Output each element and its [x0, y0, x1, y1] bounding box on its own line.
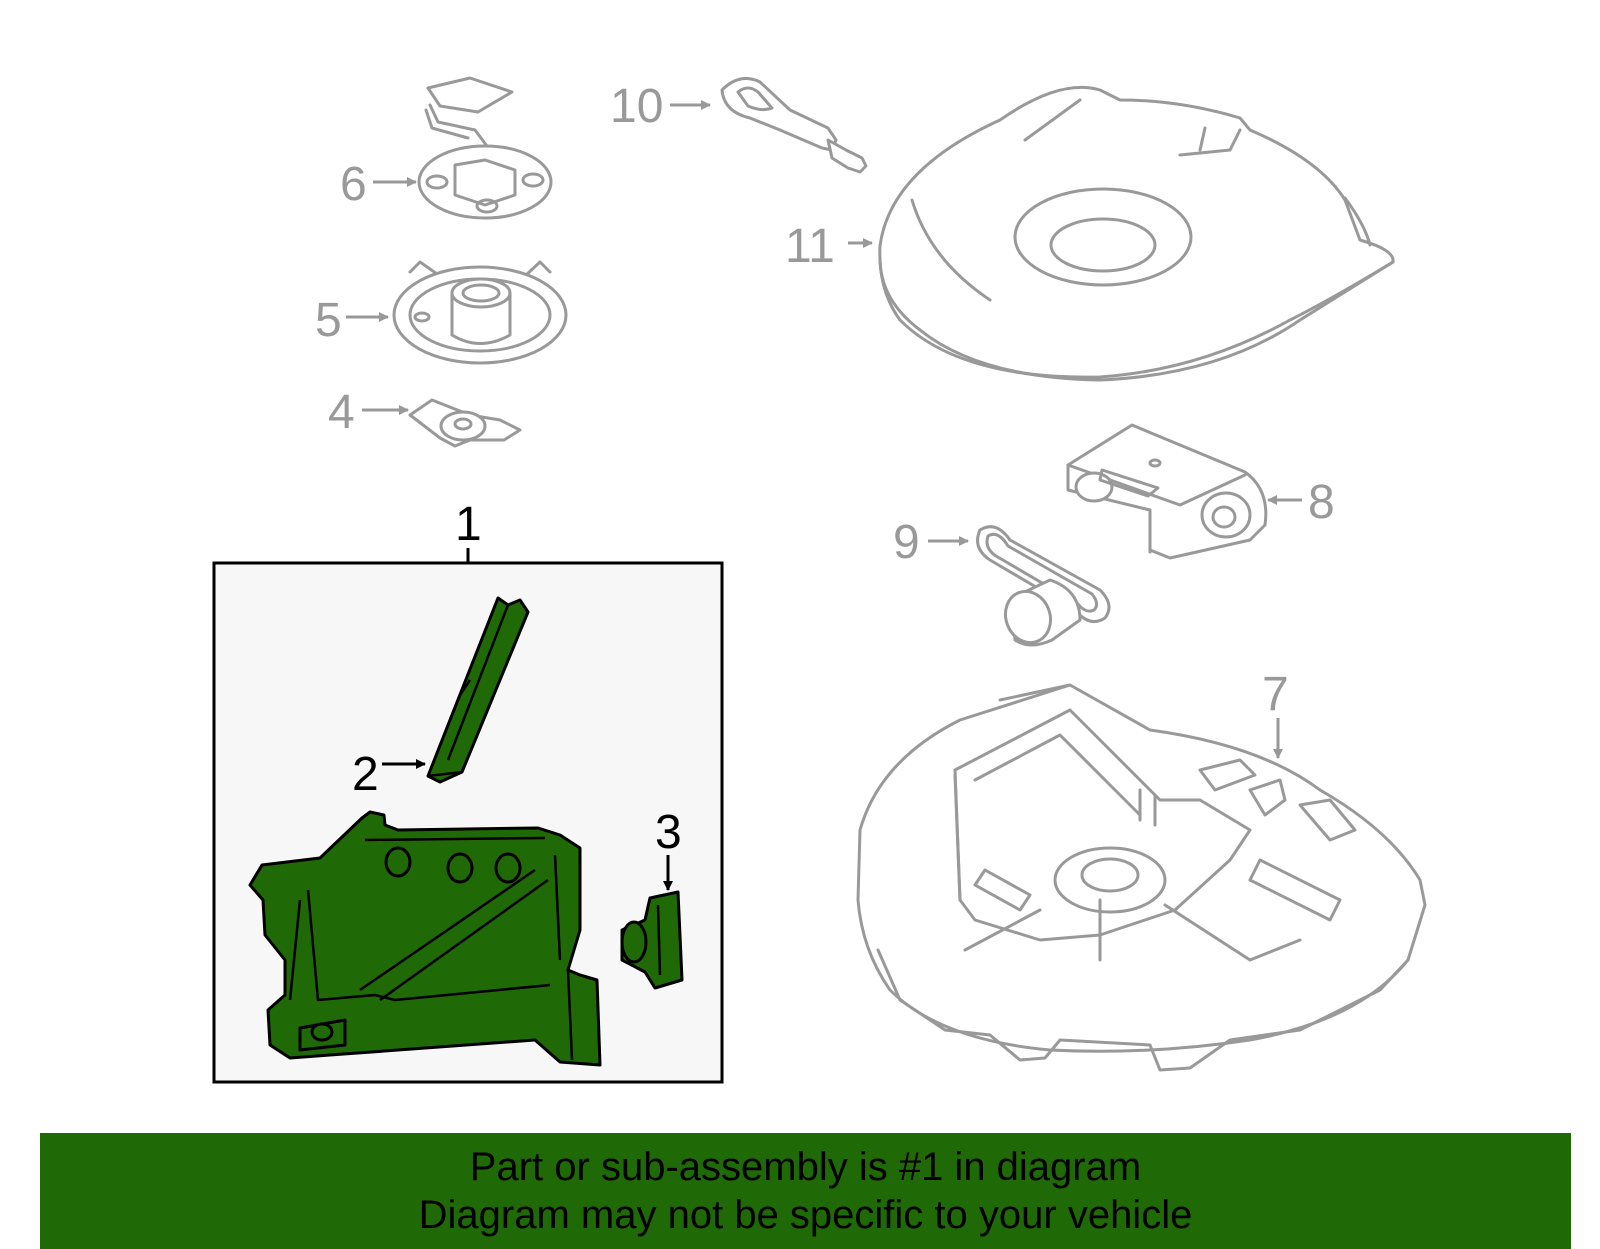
part-11-floor-cover[interactable] [878, 85, 1395, 382]
part-1-jack[interactable] [248, 810, 602, 1067]
callout-5[interactable]: 5 [315, 294, 342, 347]
banner-line-2: Diagram may not be specific to your vehi… [418, 1193, 1193, 1237]
callout-7[interactable]: 7 [1262, 668, 1289, 721]
callout-9[interactable]: 9 [893, 516, 920, 569]
part-8-bracket[interactable] [1066, 423, 1268, 560]
part-7-storage-tray[interactable] [856, 683, 1427, 1072]
banner-line-1: Part or sub-assembly is #1 in diagram [469, 1145, 1142, 1189]
callout-11[interactable]: 11 [785, 220, 835, 273]
callout-1[interactable]: 1 [455, 498, 482, 551]
part-3-pad[interactable] [620, 890, 684, 990]
part-2-jack-handle[interactable] [426, 596, 530, 784]
callout-8[interactable]: 8 [1308, 476, 1335, 529]
callout-10[interactable]: 10 [610, 80, 663, 133]
callout-4[interactable]: 4 [328, 386, 355, 439]
info-banner: Part or sub-assembly is #1 in diagram Di… [40, 1133, 1571, 1249]
part-4-nut[interactable] [408, 398, 522, 448]
part-10-bolt[interactable] [720, 76, 868, 174]
parts-diagram: 6 10 5 4 11 [212, 76, 1427, 1084]
part-5-spacer[interactable] [392, 260, 568, 365]
callout-3[interactable]: 3 [655, 806, 682, 859]
part-6-retainer-plate[interactable] [417, 76, 553, 220]
part-9-wrench[interactable] [976, 525, 1111, 649]
callout-2[interactable]: 2 [352, 748, 379, 801]
callout-6[interactable]: 6 [340, 158, 367, 211]
